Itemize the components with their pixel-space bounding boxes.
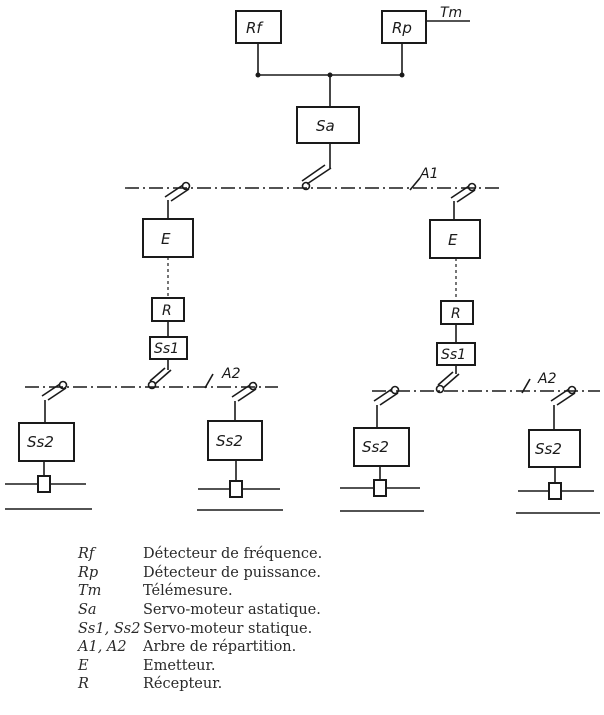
static-servo-2-label-3: Ss2	[362, 438, 389, 456]
left-emitter-box	[142, 218, 194, 258]
left-crank-a1	[164, 181, 191, 219]
legend-description: Récepteur.	[143, 676, 223, 693]
right-ss1-crank	[435, 365, 460, 394]
power-detector-box	[381, 10, 427, 44]
legend-description: Détecteur de puissance.	[143, 564, 321, 581]
shaft-a1-label: A1	[419, 166, 438, 182]
legend-symbol: A1, A2	[78, 639, 127, 656]
telemetry-label: Tm	[440, 5, 462, 21]
legend-symbol: Ss1, Ss2	[78, 620, 141, 637]
legend-description: Servo-moteur astatique.	[143, 602, 321, 619]
legend-row: Tm Télémesure.	[78, 582, 518, 601]
legend-row: A1, A2 Arbre de répartition.	[78, 638, 518, 657]
legend-symbol: E	[78, 657, 89, 674]
sa-crank	[301, 164, 332, 191]
static-servo-2-box-2	[207, 420, 263, 461]
legend-row: R Récepteur.	[78, 675, 518, 694]
legend-description: Détecteur de fréquence.	[143, 546, 323, 563]
legend-symbol: Rf	[78, 546, 95, 563]
left-shaft-a2-label: A2	[221, 366, 241, 382]
legend-symbol: Tm	[78, 583, 102, 600]
power-detector-label: Rp	[392, 19, 412, 37]
legend-row: Ss1, Ss2 Servo-moteur statique.	[78, 619, 518, 638]
right-static-servo-1-label: Ss1	[441, 347, 466, 363]
bus-node-left	[255, 72, 261, 78]
legend: Rf Détecteur de fréquence. Rp Détecteur …	[78, 545, 518, 694]
ss2-4-crank	[550, 385, 577, 430]
static-servo-2-label-2: Ss2	[216, 432, 243, 450]
frequency-detector-label: Rf	[246, 19, 264, 37]
right-shaft-a2-label: A2	[537, 371, 557, 387]
legend-description: Télémesure.	[143, 583, 233, 600]
right-receiver-label: R	[451, 306, 461, 322]
right-crank-a1	[450, 182, 477, 220]
legend-row: E Emetteur.	[78, 657, 518, 676]
ss2-3-crank	[373, 385, 400, 428]
ss2-2-crank	[231, 381, 258, 421]
static-servo-2-label-1: Ss2	[27, 433, 54, 451]
bus-node-right	[399, 72, 405, 78]
astatic-servo-box	[296, 106, 360, 144]
ss2-4-coupling	[516, 467, 600, 514]
static-servo-2-label-4: Ss2	[535, 440, 562, 458]
left-receiver-label: R	[162, 303, 172, 319]
right-emitter-label: E	[448, 231, 458, 249]
astatic-servo-label: Sa	[316, 117, 335, 135]
left-emitter-label: E	[161, 230, 171, 248]
legend-description: Servo-moteur statique.	[143, 620, 313, 637]
right-emitter-box	[429, 219, 481, 259]
legend-symbol: Rp	[78, 564, 99, 581]
legend-row: Sa Servo-moteur astatique.	[78, 601, 518, 620]
ss2-2-coupling	[197, 460, 283, 511]
ss2-3-coupling	[340, 466, 424, 512]
left-static-servo-1-label: Ss1	[154, 341, 179, 357]
ss2-1-coupling	[5, 461, 92, 510]
legend-row: Rp Détecteur de puissance.	[78, 564, 518, 583]
legend-symbol: R	[78, 676, 89, 693]
ss2-1-crank	[41, 380, 68, 423]
shaft-a1-arrow	[409, 177, 421, 191]
legend-description: Arbre de répartition.	[143, 639, 297, 656]
legend-description: Emetteur.	[143, 657, 216, 674]
static-servo-2-box-3	[353, 427, 410, 467]
left-shaft-a2-arrow	[204, 373, 214, 389]
control-system-diagram: Rf Rp Tm Sa A1 E R Ss1 A2	[5, 5, 600, 514]
static-servo-2-box-1	[18, 422, 75, 462]
left-ss1-crank	[147, 359, 172, 390]
right-shaft-a2-arrow	[521, 378, 531, 394]
legend-symbol: Sa	[78, 602, 97, 619]
right-receiver-box	[440, 300, 474, 325]
legend-row: Rf Détecteur de fréquence.	[78, 545, 518, 564]
